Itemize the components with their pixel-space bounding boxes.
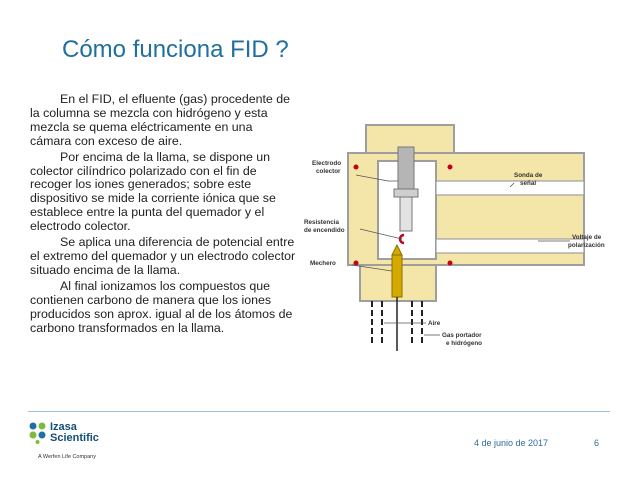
burner-jet (391, 254, 403, 298)
burner-tip (391, 243, 403, 256)
logo-line-2: Scientific (50, 432, 99, 444)
polarization-channel (435, 238, 585, 254)
label-resistencia: Resistencia (304, 219, 339, 226)
label-aire: Aire (428, 320, 441, 327)
label-encendido: de encendido (304, 227, 345, 234)
footer-divider (28, 411, 610, 412)
leader-line (351, 264, 393, 272)
leader-line (359, 228, 403, 240)
collector-electrode (397, 146, 415, 190)
leader-line (509, 182, 515, 188)
red-dot (447, 164, 453, 170)
paragraph-1: En el FID, el efluente (gas) procedente … (30, 92, 291, 148)
label-voltaje: Voltaje de (572, 234, 602, 241)
label-polarizacion: polarización (568, 242, 605, 249)
label-electrodo: Electrodo (312, 160, 341, 167)
logo-name: Izasa Scientific (50, 422, 99, 444)
footer-date: 4 de junio de 2017 (474, 438, 549, 448)
logo-dots-icon (29, 422, 46, 444)
signal-channel (435, 180, 585, 196)
label-hidrogeno: e hidrógeno (446, 340, 482, 347)
collector-ring (393, 188, 419, 198)
red-dot (447, 260, 453, 266)
leader-line (355, 174, 398, 182)
label-gas: Gas portador (442, 332, 482, 339)
slide-body: En el FID, el efluente (gas) procedente … (30, 92, 297, 337)
collector-tip (399, 196, 413, 232)
paragraph-2: Por encima de la llama, se dispone un co… (30, 149, 276, 234)
label-mechero: Mechero (310, 260, 336, 267)
paragraph-3: Se aplica una diferencia de potencial en… (30, 235, 296, 277)
paragraph-4: Al final ionizamos los compuestos que co… (30, 278, 293, 335)
label-colector: colector (316, 168, 341, 175)
label-sonda: Sonda de (514, 172, 543, 179)
red-dot (353, 260, 359, 266)
red-dot (353, 164, 359, 170)
ignition-resistance (398, 233, 405, 245)
company-logo: Izasa Scientific A Werfen Life Company (28, 422, 148, 466)
slide-title: Cómo funciona FID ? (62, 36, 289, 63)
logo-tagline: A Werfen Life Company (38, 454, 96, 460)
logo-line-1: Izasa (50, 421, 77, 433)
label-senal: señal (520, 180, 536, 187)
page-number: 6 (594, 438, 600, 448)
fid-diagram: Electrodo colector Sonda de señal Resist… (304, 124, 605, 351)
